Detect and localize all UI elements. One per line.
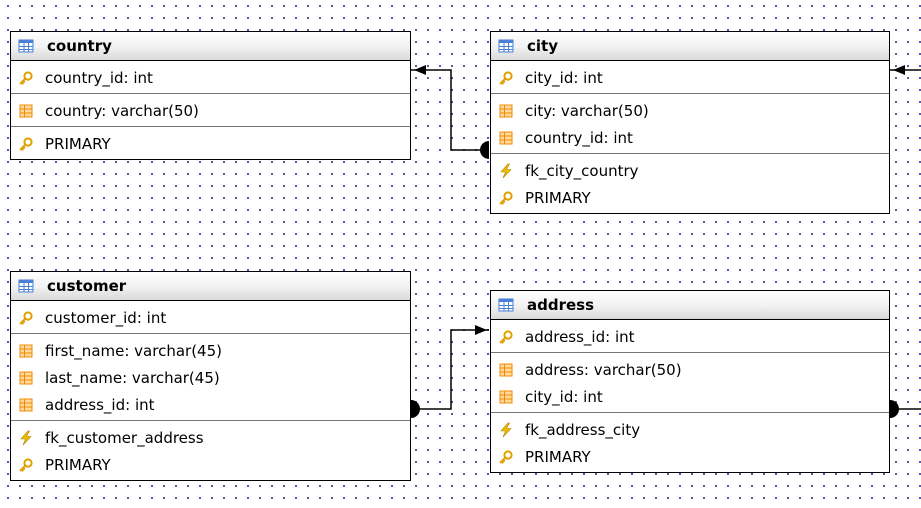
columns-section: city: varchar(50) country_id: int	[491, 94, 889, 154]
keys-section: city_id: int	[491, 61, 889, 94]
column-row[interactable]: address_id: int	[11, 391, 410, 418]
key-icon	[18, 310, 34, 326]
table-icon	[18, 38, 34, 54]
indexes-section: fk_city_country PRIMARY	[491, 154, 889, 213]
table-address[interactable]: address address_id: int address: varchar…	[490, 290, 890, 473]
relation-city-country[interactable]	[411, 65, 489, 159]
columns-section: first_name: varchar(45) last_name: varch…	[11, 334, 410, 421]
table-header[interactable]: address	[491, 291, 889, 320]
columns-section: country: varchar(50)	[11, 94, 410, 127]
index-label: fk_address_city	[525, 420, 641, 439]
table-title: country	[47, 37, 112, 55]
index-row[interactable]: fk_address_city	[491, 416, 889, 443]
column-row[interactable]: country_id: int	[491, 124, 889, 151]
key-icon	[18, 70, 34, 86]
column-label: address_id: int	[525, 327, 635, 346]
column-label: country_id: int	[525, 128, 633, 147]
lightning-icon	[498, 422, 514, 438]
column-label: address_id: int	[45, 395, 155, 414]
index-label: PRIMARY	[525, 188, 591, 207]
index-row[interactable]: fk_customer_address	[11, 424, 410, 451]
table-header[interactable]: city	[491, 32, 889, 61]
table-header[interactable]: customer	[11, 272, 410, 301]
index-row[interactable]: PRIMARY	[491, 184, 889, 211]
column-icon	[18, 370, 34, 386]
column-icon	[498, 130, 514, 146]
key-icon	[498, 329, 514, 345]
column-label: last_name: varchar(45)	[45, 368, 220, 387]
key-column-row[interactable]: city_id: int	[491, 64, 889, 91]
index-row[interactable]: PRIMARY	[11, 451, 410, 478]
column-label: address: varchar(50)	[525, 360, 682, 379]
index-label: PRIMARY	[525, 447, 591, 466]
index-label: fk_customer_address	[45, 428, 204, 447]
key-icon	[18, 457, 34, 473]
column-label: city_id: int	[525, 387, 603, 406]
index-label: PRIMARY	[45, 134, 111, 153]
indexes-section: fk_address_city PRIMARY	[491, 413, 889, 472]
relation-customer-address[interactable]	[411, 325, 489, 418]
column-label: city_id: int	[525, 68, 603, 87]
key-icon	[498, 70, 514, 86]
table-title: customer	[47, 277, 127, 295]
indexes-section: fk_customer_address PRIMARY	[11, 421, 410, 480]
index-row[interactable]: PRIMARY	[491, 443, 889, 470]
lightning-icon	[18, 430, 34, 446]
relation-city-right-stub[interactable]	[890, 65, 921, 75]
table-title: city	[527, 37, 558, 55]
key-column-row[interactable]: country_id: int	[11, 64, 410, 91]
column-row[interactable]: city: varchar(50)	[491, 97, 889, 124]
column-icon	[18, 103, 34, 119]
keys-section: address_id: int	[491, 320, 889, 353]
index-row[interactable]: PRIMARY	[11, 130, 410, 157]
key-icon	[498, 449, 514, 465]
columns-section: address: varchar(50) city_id: int	[491, 353, 889, 413]
key-column-row[interactable]: address_id: int	[491, 323, 889, 350]
relation-address-right-stub[interactable]	[890, 400, 921, 418]
index-label: fk_city_country	[525, 161, 639, 180]
column-row[interactable]: city_id: int	[491, 383, 889, 410]
column-icon	[498, 389, 514, 405]
table-icon	[18, 278, 34, 294]
index-label: PRIMARY	[45, 455, 111, 474]
table-city[interactable]: city city_id: int city: varchar(50) coun…	[490, 31, 890, 214]
table-country[interactable]: country country_id: int country: varchar…	[10, 31, 411, 160]
column-row[interactable]: first_name: varchar(45)	[11, 337, 410, 364]
column-label: country: varchar(50)	[45, 101, 199, 120]
column-label: city: varchar(50)	[525, 101, 649, 120]
key-column-row[interactable]: customer_id: int	[11, 304, 410, 331]
column-icon	[498, 103, 514, 119]
table-header[interactable]: country	[11, 32, 410, 61]
column-label: customer_id: int	[45, 308, 167, 327]
table-customer[interactable]: customer customer_id: int first_name: va…	[10, 271, 411, 481]
key-icon	[18, 136, 34, 152]
column-icon	[18, 343, 34, 359]
index-row[interactable]: fk_city_country	[491, 157, 889, 184]
table-icon	[498, 38, 514, 54]
column-label: country_id: int	[45, 68, 153, 87]
column-icon	[498, 362, 514, 378]
table-title: address	[527, 296, 595, 314]
column-icon	[18, 397, 34, 413]
lightning-icon	[498, 163, 514, 179]
column-row[interactable]: country: varchar(50)	[11, 97, 410, 124]
indexes-section: PRIMARY	[11, 127, 410, 159]
keys-section: customer_id: int	[11, 301, 410, 334]
column-label: first_name: varchar(45)	[45, 341, 222, 360]
column-row[interactable]: address: varchar(50)	[491, 356, 889, 383]
column-row[interactable]: last_name: varchar(45)	[11, 364, 410, 391]
keys-section: country_id: int	[11, 61, 410, 94]
key-icon	[498, 190, 514, 206]
table-icon	[498, 297, 514, 313]
